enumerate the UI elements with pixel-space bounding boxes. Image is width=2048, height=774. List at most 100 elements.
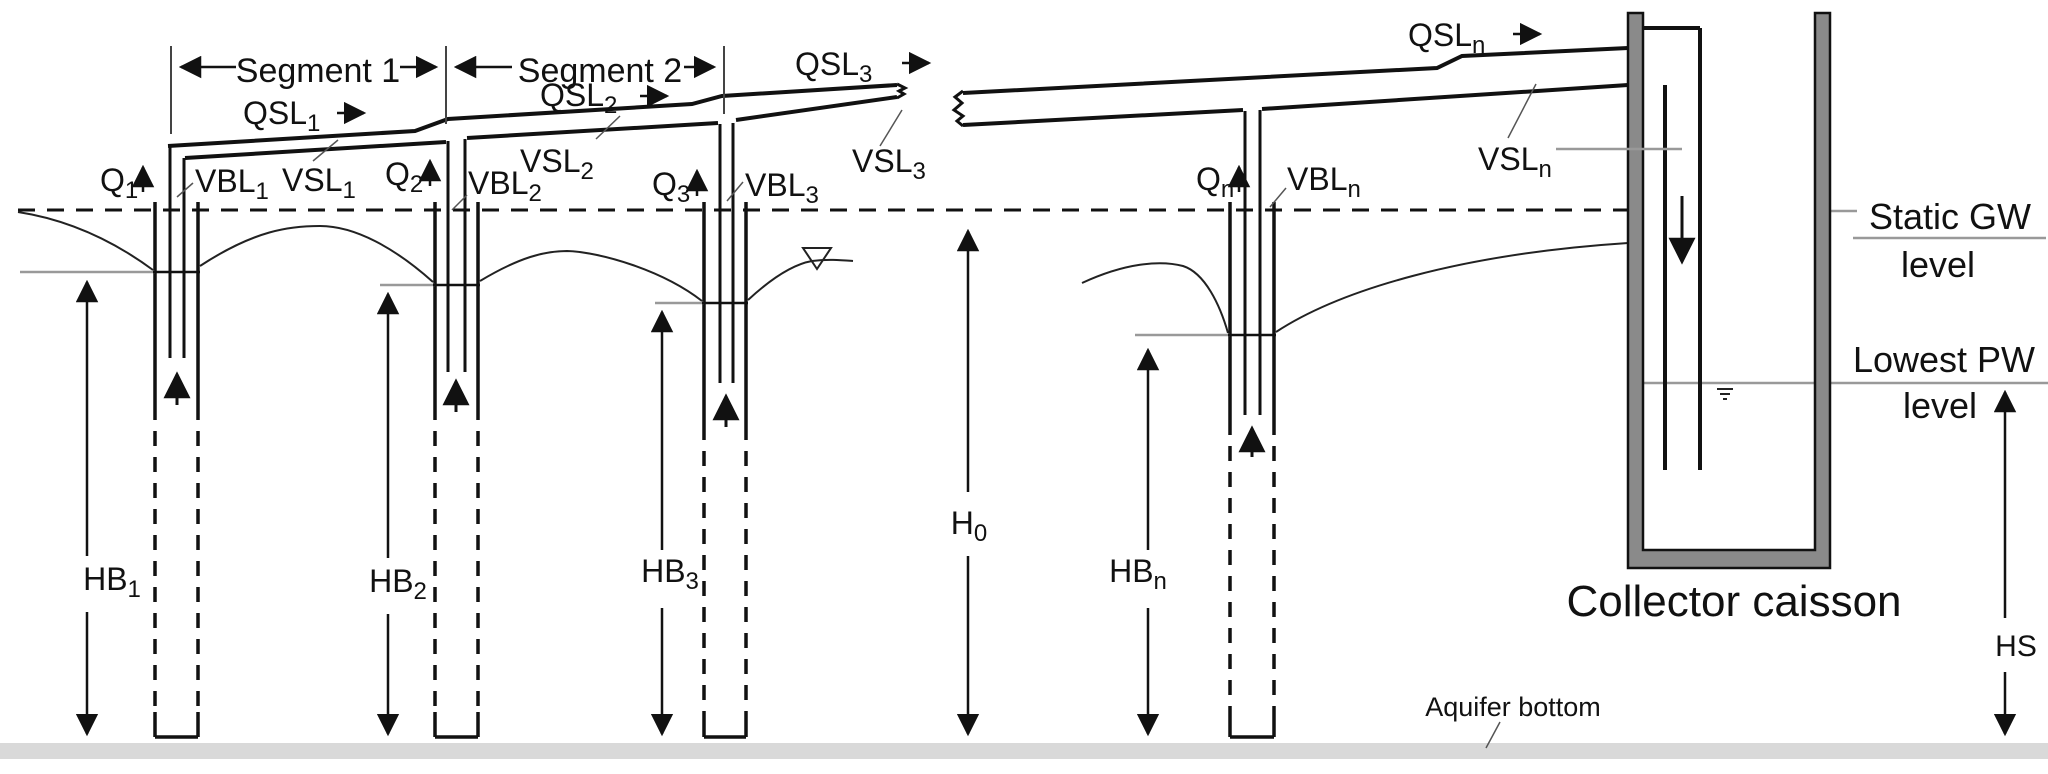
pipe-bottom-seg1 — [184, 140, 447, 160]
height-dimensions — [75, 228, 2017, 737]
q1-base: Q — [100, 162, 125, 198]
hb3-label: HB3 — [641, 553, 699, 595]
vbl3-base: VBL — [745, 167, 805, 203]
qsl3-label: QSL3 — [795, 46, 872, 88]
qsl2-label: QSL2 — [540, 77, 617, 119]
caisson-drop-pipe — [1643, 26, 1702, 470]
qn-label: Qn — [1196, 161, 1234, 203]
vbl1-sub: 1 — [255, 178, 268, 205]
h0-base: H — [951, 505, 974, 541]
well-2 — [380, 139, 480, 739]
drawdown-curve-left — [17, 211, 154, 271]
q1-label: Q1 — [100, 162, 138, 204]
pipe-top-left — [167, 83, 898, 148]
hb3-base: HB — [641, 553, 685, 589]
vsl2-sub: 2 — [580, 158, 593, 185]
static-gw-label-line2: level — [1901, 244, 1975, 285]
qsl2-sub: 2 — [604, 92, 617, 119]
qsl1-sub: 1 — [307, 110, 320, 137]
lowest-pw-label-line2: level — [1903, 385, 1977, 426]
collector-caisson-structure — [1626, 11, 1832, 570]
pipe-bottom-seg5 — [1261, 83, 1629, 111]
qsln-base: QSL — [1408, 17, 1472, 53]
h0-label: H0 — [951, 505, 987, 547]
vbl3-leader — [726, 181, 744, 202]
qsln-sub: n — [1472, 32, 1485, 59]
vsl2-leader — [595, 115, 621, 140]
qsl1-base: QSL — [243, 95, 307, 131]
siphon-pipeline — [167, 46, 1629, 160]
pipe-top-right — [962, 46, 1629, 95]
flow-arrows — [131, 22, 1543, 196]
q3-sub: 3 — [677, 181, 690, 208]
hbn-sub: n — [1154, 568, 1167, 595]
vsl3-sub: 3 — [912, 158, 925, 185]
qsl2-base: QSL — [540, 77, 604, 113]
qn-sub: n — [1221, 176, 1234, 203]
well-n — [1135, 110, 1276, 739]
hbn-base: HB — [1109, 553, 1153, 589]
vbl2-leader — [451, 194, 468, 211]
vbln-leader — [1269, 187, 1287, 208]
qsl1-label: QSL1 — [243, 95, 320, 137]
vsln-sub: n — [1538, 156, 1551, 183]
segment2-label: Segment 2 — [518, 52, 682, 90]
h0-sub: 0 — [974, 520, 987, 547]
aquifer-bottom-leader — [1485, 721, 1501, 749]
pipe-bottom-seg3 — [735, 95, 898, 122]
static-gw-label-line1: Static GW — [1869, 196, 2031, 237]
lowest-pw-label-line1: Lowest PW — [1853, 339, 2035, 380]
vsl3-leader — [879, 109, 903, 147]
vbl2-base: VBL — [468, 165, 528, 201]
vbl1-base: VBL — [195, 163, 255, 199]
water-table-triangle-icon — [801, 247, 833, 271]
pipe-bottom-seg2 — [466, 121, 719, 140]
drawdown-curves — [17, 211, 1629, 334]
vbl1-leader — [176, 182, 194, 198]
collector-caisson-label: Collector caisson — [1566, 577, 1901, 626]
vsl3-label: VSL3 — [852, 143, 926, 185]
vbln-base: VBL — [1287, 161, 1347, 197]
hb3-sub: 3 — [686, 568, 699, 595]
qsl3-base: QSL — [795, 46, 859, 82]
pipe-bottom-seg4 — [962, 108, 1244, 127]
pipe-break-left-icon — [895, 82, 909, 100]
well-1 — [20, 146, 200, 739]
qn-base: Q — [1196, 161, 1221, 197]
hbn-label: HBn — [1109, 553, 1167, 595]
drawdown-curve-right-of-3 — [747, 258, 854, 301]
vsl3-base: VSL — [852, 143, 912, 179]
caisson-water-surface-icon — [1717, 388, 1733, 400]
q2-label: Q2 — [385, 156, 423, 198]
q3-base: Q — [652, 166, 677, 202]
well-3 — [655, 123, 748, 739]
q2-sub: 2 — [410, 171, 423, 198]
vbl1-label: VBL1 — [195, 163, 269, 205]
text-labels: Segment 1 Segment 2 QSL1 QSL2 QSL3 QSLn … — [83, 17, 2037, 722]
hs-label: HS — [1995, 630, 2037, 663]
qsl3-sub: 3 — [859, 61, 872, 88]
vsl2-label: VSL2 — [520, 143, 594, 185]
vsl1-base: VSL — [282, 162, 342, 198]
hb2-base: HB — [369, 563, 413, 599]
hb2-sub: 2 — [414, 578, 427, 605]
segment1-label: Segment 1 — [236, 52, 400, 90]
vbl2-label: VBL2 — [468, 165, 542, 207]
vsl1-sub: 1 — [342, 177, 355, 204]
drawdown-curve-2-3 — [479, 249, 703, 302]
q3-label: Q3 — [652, 166, 690, 208]
drawdown-curve-before-n — [1081, 262, 1229, 334]
segment-dimensions — [170, 46, 725, 134]
vbl3-label: VBL3 — [745, 167, 819, 209]
drawdown-curve-n-caisson — [1275, 242, 1629, 333]
drawdown-curve-1-2 — [199, 224, 434, 283]
vsln-label: VSLn — [1478, 141, 1552, 183]
q1-sub: 1 — [125, 177, 138, 204]
vsln-leader — [1507, 83, 1537, 139]
leader-lines — [176, 83, 2046, 749]
pipe-break-right-icon — [951, 89, 966, 128]
vsl1-leader — [312, 139, 339, 162]
hb2-label: HB2 — [369, 563, 427, 605]
